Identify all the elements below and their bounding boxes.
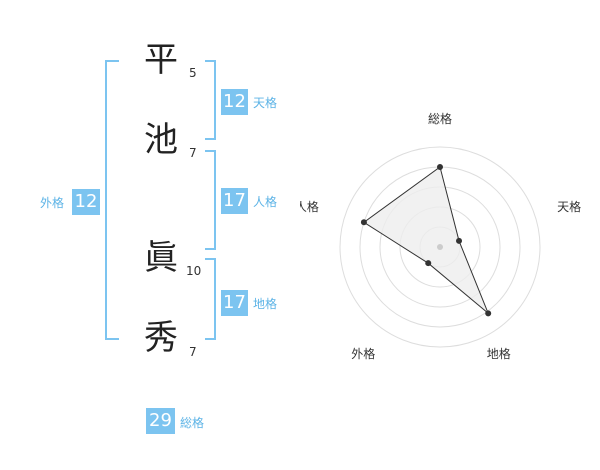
jinkaku-value: 17 (221, 188, 248, 214)
radar-label-1: 総格 (428, 111, 452, 126)
stroke-count-1: 5 (189, 66, 197, 80)
tenkaku-value: 12 (221, 89, 248, 115)
radar-label-3: 地格 (487, 346, 511, 361)
gaikaku-bracket (105, 60, 119, 340)
stroke-count-4: 7 (189, 345, 197, 359)
radar-data-polygon (363, 166, 489, 314)
chikaku-value: 17 (221, 290, 248, 316)
radar-label-5: 人格 (300, 199, 319, 214)
soukaku-label: 総格 (180, 416, 205, 430)
gaikaku-label: 外格 (40, 196, 65, 210)
chikaku-label: 地格 (253, 297, 278, 311)
radar-point-5 (360, 219, 367, 226)
radar-ring (339, 146, 541, 348)
chikaku-bracket (205, 258, 216, 340)
radar-label-2: 天格 (557, 199, 581, 214)
tenkaku-bracket (205, 60, 216, 140)
radar-point-3 (485, 310, 492, 317)
name-char-4: 秀 (144, 318, 178, 358)
jinkaku-label: 人格 (253, 195, 278, 209)
radar-label-4: 外格 (351, 346, 375, 361)
radar-points (360, 164, 492, 317)
radar-center-dot (437, 244, 443, 250)
stroke-count-2: 7 (189, 146, 197, 160)
soukaku-value: 29 (146, 408, 175, 434)
radar-point-4 (425, 260, 432, 267)
name-char-1: 平 (144, 40, 178, 80)
gaikaku-value: 12 (72, 189, 100, 215)
tenkaku-label: 天格 (253, 96, 278, 110)
radar-point-1 (437, 164, 443, 170)
name-char-3: 眞 (144, 238, 178, 278)
stroke-count-3: 10 (186, 264, 202, 278)
name-char-2: 池 (144, 120, 178, 160)
radar-point-2 (456, 237, 463, 244)
jinkaku-bracket (205, 150, 216, 250)
